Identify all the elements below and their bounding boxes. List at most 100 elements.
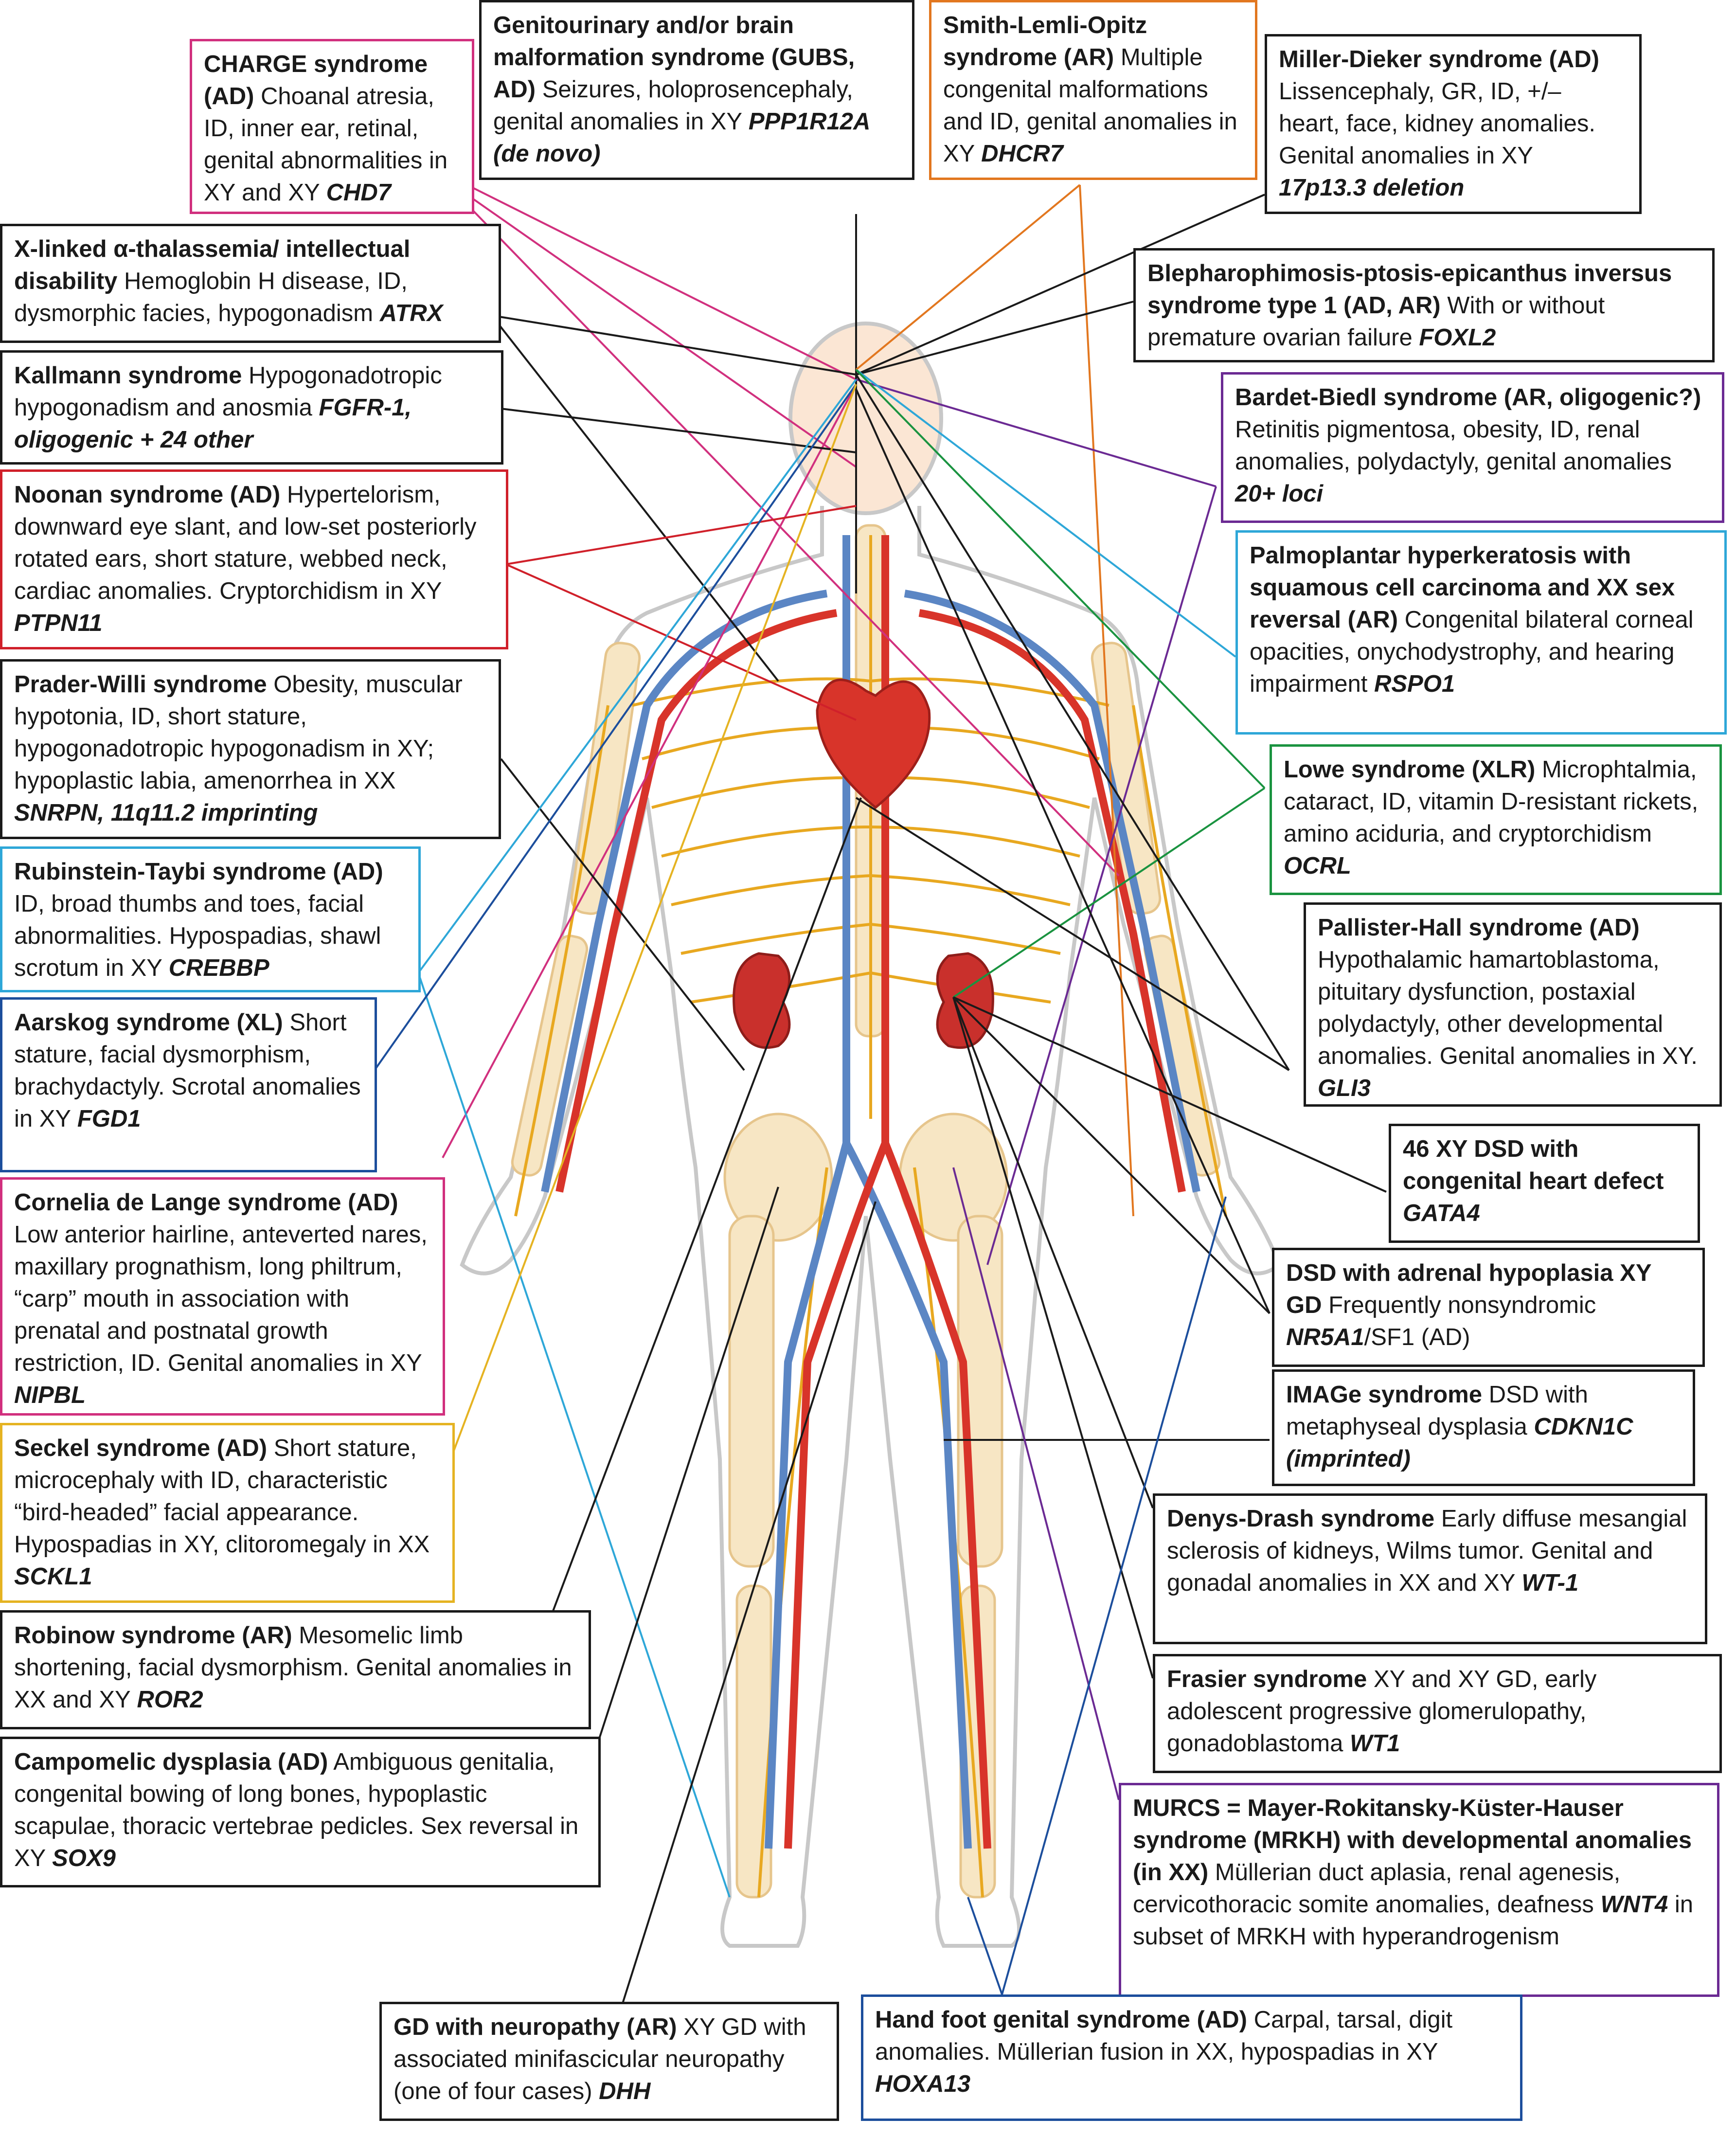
syndrome-title: Cornelia de Lange syndrome (AD) [14,1189,398,1216]
syndrome-description: DSD with metaphyseal dysplasia [1286,1382,1588,1440]
syndrome-box-gd-neuropathy: GD with neuropathy (AR) XY GD with assoc… [379,2002,839,2121]
syndrome-gene: WT1 [1349,1730,1400,1757]
syndrome-gene: NR5A1 [1286,1324,1364,1350]
syndrome-box-aarskog: Aarskog syndrome (XL) Short stature, fac… [0,997,377,1172]
syndrome-gene: HOXA13 [875,2071,971,2097]
syndrome-box-murcs: MURCS = Mayer-Rokitansky-Küster-Hauser s… [1119,1783,1719,1997]
syndrome-gene: SOX9 [52,1845,116,1871]
syndrome-box-robinow: Robinow syndrome (AR) Mesomelic limb sho… [0,1610,591,1729]
syndrome-title: Seckel syndrome (AD) [14,1435,268,1461]
syndrome-box-miller-dieker: Miller-Dieker syndrome (AD) Lissencephal… [1265,34,1642,214]
syndrome-title: DSD with adrenal hypoplasia XY GD [1286,1260,1651,1318]
syndrome-gene: 17p13.3 deletion [1279,175,1465,201]
syndrome-description: Hypogonadotropic hypogonadism and anosmi… [14,362,442,421]
syndrome-description: Short stature, microcephaly with ID, cha… [14,1435,430,1558]
syndrome-gene: PTPN11 [14,610,103,636]
syndrome-box-image: IMAGe syndrome DSD with metaphyseal dysp… [1272,1369,1695,1486]
syndrome-box-atrx: X-linked α-thalassemia/ intellectual dis… [0,224,501,343]
syndrome-gene: NIPBL [14,1382,86,1408]
syndrome-box-prader-willi: Prader-Willi syndrome Obesity, muscular … [0,659,501,839]
syndrome-gene: GLI3 [1318,1075,1371,1101]
syndrome-description: Low anterior hairline, anteverted nares,… [14,1221,428,1376]
syndrome-box-noonan: Noonan syndrome (AD) Hypertelorism, down… [0,469,508,649]
syndrome-description: Short stature, facial dysmorphism, brach… [14,1009,361,1132]
syndrome-box-pallister-hall: Pallister-Hall syndrome (AD) Hypothalami… [1304,902,1722,1107]
syndrome-title: CHARGE syndrome (AD) [204,51,428,109]
syndrome-box-seckel: Seckel syndrome (AD) Short stature, micr… [0,1423,455,1603]
syndrome-gene: WT-1 [1521,1570,1579,1596]
syndrome-box-campomelic: Campomelic dysplasia (AD) Ambiguous geni… [0,1737,601,1887]
syndrome-gene: FOXL2 [1419,324,1496,351]
syndrome-gene: ROR2 [137,1687,203,1713]
syndrome-box-frasier: Frasier syndrome XY and XY GD, early ado… [1153,1654,1722,1773]
syndrome-title: Smith-Lemli-Opitz syndrome (AR) [943,12,1147,71]
syndrome-title: Palmoplantar hyperkeratosis with squamou… [1250,542,1675,633]
syndrome-title: GD with neuropathy (AR) [394,2014,677,2040]
syndrome-gene: FGFR-1, oligogenic + 24 other [14,395,412,453]
syndrome-gene-suffix: /SF1 (AD) [1364,1324,1470,1350]
syndrome-title: Bardet-Biedl syndrome (AR, oligogenic?) [1235,384,1701,411]
leader-lines [374,184,1387,2019]
syndrome-box-hand-foot-genital: Hand foot genital syndrome (AD) Carpal, … [861,1994,1522,2121]
syndrome-box-bpes: Blepharophimosis-ptosis-epicanthus inver… [1133,248,1715,362]
syndrome-description: Multiple congenital malformations and ID… [943,44,1237,167]
syndrome-description: Carpal, tarsal, digit anomalies. Mülleri… [875,2007,1453,2065]
syndrome-title: Aarskog syndrome (XL) [14,1009,283,1036]
syndrome-box-lowe: Lowe syndrome (XLR) Microphtalmia, catar… [1270,744,1722,895]
syndrome-title: Frasier syndrome [1167,1666,1367,1692]
syndrome-title: Prader-Willi syndrome [14,671,267,698]
heart-icon [816,679,931,809]
syndrome-description: Ambiguous genitalia, congenital bowing o… [14,1749,579,1871]
syndrome-gene: ATRX [379,300,443,326]
syndrome-title: Campomelic dysplasia (AD) [14,1749,328,1775]
syndrome-box-cornelia-de-lange: Cornelia de Lange syndrome (AD) Low ante… [0,1177,445,1416]
syndrome-gene: RSPO1 [1374,671,1455,697]
syndrome-box-gubs: Genitourinary and/or brain malformation … [479,0,914,180]
syndrome-title: IMAGe syndrome [1286,1382,1482,1408]
syndrome-gene: CREBBP [168,955,269,981]
syndrome-title: 46 XY DSD with congenital heart defect [1403,1136,1664,1194]
syndrome-title: Kallmann syndrome [14,362,242,389]
syndrome-title: Miller-Dieker syndrome (AD) [1279,46,1599,72]
syndrome-gene: GATA4 [1403,1200,1480,1226]
syndrome-box-charge: CHARGE syndrome (AD) Choanal atresia, ID… [190,39,474,214]
syndrome-title: Robinow syndrome (AR) [14,1622,292,1649]
syndrome-box-gata4: 46 XY DSD with congenital heart defect G… [1389,1124,1700,1243]
syndrome-description: Hypertelorism, downward eye slant, and l… [14,482,477,604]
syndrome-description: XY GD with associated minifascicular neu… [394,2014,806,2104]
syndrome-box-rubinstein-taybi: Rubinstein-Taybi syndrome (AD) ID, broad… [0,846,421,992]
syndrome-gene: DHH [599,2078,651,2104]
syndrome-gene: OCRL [1284,853,1351,879]
syndrome-box-denys-drash: Denys-Drash syndrome Early diffuse mesan… [1153,1493,1707,1644]
syndrome-box-palmoplantar: Palmoplantar hyperkeratosis with squamou… [1235,530,1727,735]
syndrome-description: Early diffuse mesangial sclerosis of kid… [1167,1506,1687,1596]
syndrome-title: Rubinstein-Taybi syndrome (AD) [14,859,383,885]
syndrome-gene: SNRPN, 11q11.2 imprinting [14,800,318,826]
syndrome-title: Pallister-Hall syndrome (AD) [1318,915,1640,941]
syndrome-title: MURCS = Mayer-Rokitansky-Küster-Hauser s… [1133,1795,1692,1886]
syndrome-description: Hypothalamic hamartoblastoma, pituitary … [1318,947,1698,1069]
syndrome-title: Blepharophimosis-ptosis-epicanthus inver… [1147,260,1672,319]
syndrome-box-adrenal-hypoplasia: DSD with adrenal hypoplasia XY GD Freque… [1272,1248,1705,1367]
syndrome-gene: 20+ loci [1235,481,1324,507]
syndrome-gene: SCKL1 [14,1563,92,1590]
syndrome-title: Lowe syndrome (XLR) [1284,756,1536,783]
syndrome-title: Genitourinary and/or brain malformation … [493,12,855,103]
syndrome-box-kallmann: Kallmann syndrome Hypogonadotropic hypog… [0,350,503,465]
syndrome-description: Müllerian duct aplasia, renal agenesis, … [1133,1859,1621,1918]
syndrome-gene: FGD1 [77,1106,141,1132]
syndrome-description: Seizures, holoprosencephaly, genital ano… [493,76,853,135]
syndrome-description: Choanal atresia, ID, inner ear, retinal,… [204,83,448,206]
arteries-icon [555,535,1186,1849]
syndrome-description: XY and XY GD, early adolescent progressi… [1167,1666,1597,1757]
syndrome-box-bardet-biedl: Bardet-Biedl syndrome (AR, oligogenic?) … [1221,372,1724,523]
syndrome-gene: WNT4 [1600,1891,1668,1918]
syndrome-description: Hemoglobin H disease, ID, dysmorphic fac… [14,268,408,326]
syndrome-description: With or without premature ovarian failur… [1147,292,1605,351]
syndrome-box-smith-lemli-opitz: Smith-Lemli-Opitz syndrome (AR) Multiple… [929,0,1257,180]
syndrome-description: ID, broad thumbs and toes, facial abnorm… [14,891,381,981]
syndrome-description: Congenital bilateral corneal opacities, … [1250,607,1694,697]
syndrome-title: Denys-Drash syndrome [1167,1506,1435,1532]
